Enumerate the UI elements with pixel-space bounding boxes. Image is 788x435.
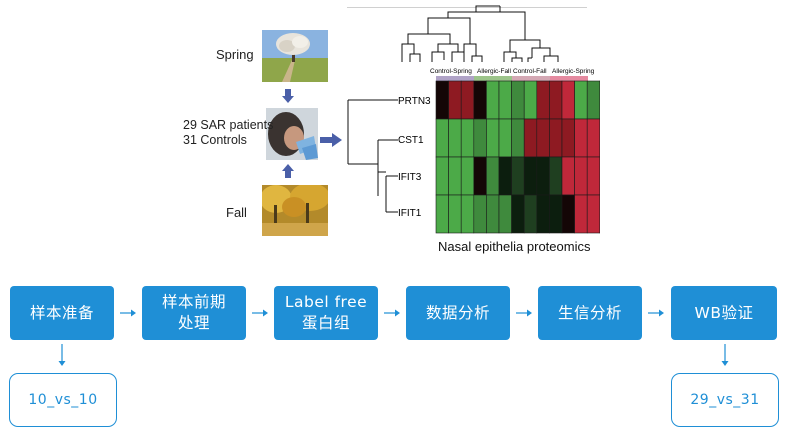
row-dendrogram: [347, 99, 398, 213]
group-strip: [474, 76, 512, 81]
arrow-right-icon: [252, 309, 268, 317]
gene-label: IFIT1: [398, 208, 422, 219]
patients-line-controls: 31 Controls: [183, 133, 247, 147]
spring-label: Spring: [216, 47, 254, 62]
heatmap-cells: [435, 80, 600, 234]
step-sample-prep: 样本准备: [10, 286, 114, 340]
column-dendrogram: [401, 5, 559, 62]
patients-line-sar: 29 SAR patients: [183, 118, 274, 132]
gene-label: PRTN3: [398, 96, 431, 107]
top-rule: [347, 7, 587, 8]
group-label: Allergic-Fall: [477, 68, 512, 75]
arrow-down-icon: [721, 344, 729, 366]
arrow-right-icon: [320, 132, 342, 151]
heatmap-caption: Nasal epithelia proteomics: [438, 239, 591, 254]
output-box-left: 10_vs_10: [9, 373, 117, 427]
group-strip: [512, 76, 550, 81]
sampling-photo: [266, 108, 318, 160]
group-label: Control-Spring: [430, 68, 472, 75]
arrow-down-icon: [58, 344, 66, 366]
arrow-up-icon: [282, 163, 294, 182]
step-bioinformatics: 生信分析: [538, 286, 642, 340]
heatmap-figure: Control-Spring Allergic-Fall Control-Fal…: [347, 5, 600, 234]
arrow-right-icon: [516, 309, 532, 317]
spring-photo: [262, 30, 328, 82]
group-strip: [550, 76, 588, 81]
group-label: Control-Fall: [513, 68, 547, 75]
group-strip: [436, 76, 474, 81]
arrow-right-icon: [384, 309, 400, 317]
arrow-right-icon: [648, 309, 664, 317]
group-label: Allergic-Spring: [552, 68, 595, 75]
arrow-right-icon: [120, 309, 136, 317]
gene-label: CST1: [398, 135, 424, 146]
gene-label: IFIT3: [398, 172, 422, 183]
arrow-down-icon: [282, 88, 294, 107]
patient-counts: 29 SAR patients 31 Controls: [183, 118, 273, 148]
output-box-right: 29_vs_31: [671, 373, 779, 427]
fall-photo: [262, 185, 328, 236]
fall-label: Fall: [226, 205, 247, 220]
step-data-analysis: 数据分析: [406, 286, 510, 340]
step-label-free-proteome: Label free 蛋白组: [274, 286, 378, 340]
step-wb-validation: WB验证: [671, 286, 777, 340]
step-preprocessing: 样本前期 处理: [142, 286, 246, 340]
